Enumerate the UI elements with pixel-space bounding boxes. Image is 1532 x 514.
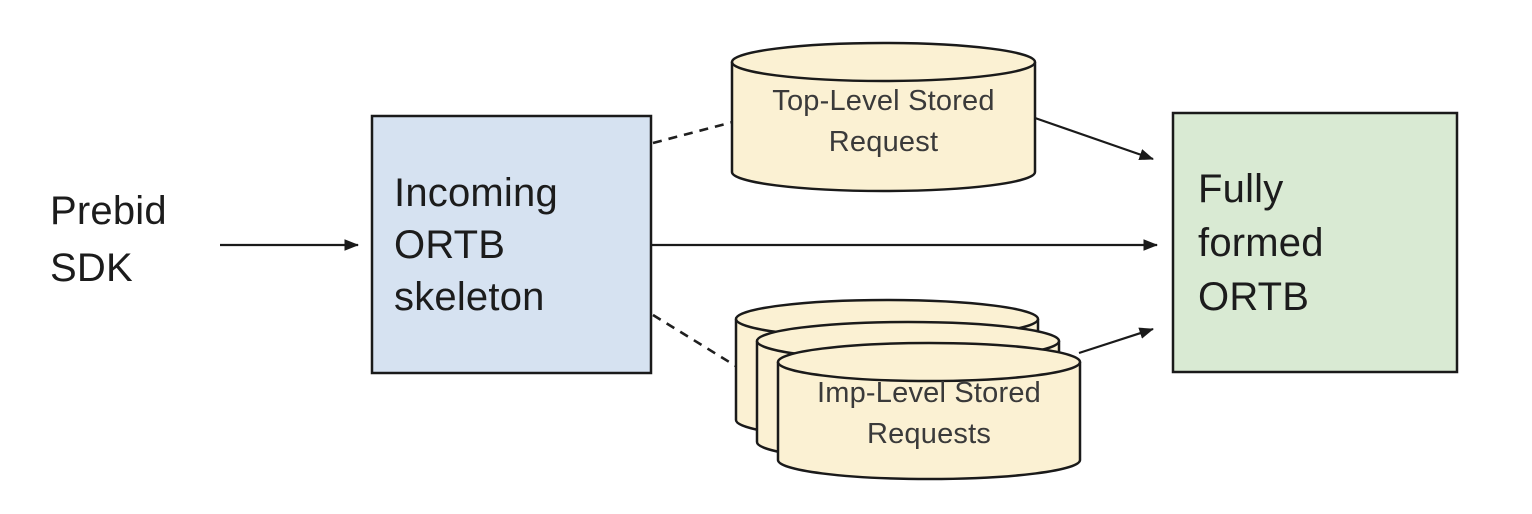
edge-toplevel-to-fully bbox=[1034, 116, 1154, 161]
cylinder-top-front bbox=[776, 341, 1082, 383]
edge-implevel-to-fully bbox=[1078, 327, 1154, 355]
incoming-ortb-label: Incoming ORTB skeleton bbox=[394, 171, 558, 319]
incoming-ortb-box bbox=[370, 114, 653, 375]
fully-formed-ortb-box bbox=[1171, 111, 1459, 374]
cylinder-top bbox=[730, 41, 1037, 83]
imp-level-stored-requests-cylinder-stack bbox=[734, 298, 1082, 481]
edges-group bbox=[220, 116, 1158, 370]
top-level-stored-request-label: Top-Level Stored Request bbox=[772, 85, 995, 158]
cylinder-body-front bbox=[776, 362, 1082, 481]
top-level-stored-request-cylinder bbox=[730, 41, 1037, 193]
cylinder-body bbox=[730, 62, 1037, 193]
fully-formed-ortb-label: Fully formed ORTB bbox=[1198, 167, 1324, 319]
edge-incoming-to-toplevel-dashed bbox=[652, 120, 734, 145]
edge-incoming-to-implevel-dashed bbox=[652, 313, 740, 370]
prebid-sdk-label: Prebid SDK bbox=[50, 189, 167, 290]
imp-level-stored-requests-label: Imp-Level Stored Requests bbox=[816, 377, 1042, 450]
